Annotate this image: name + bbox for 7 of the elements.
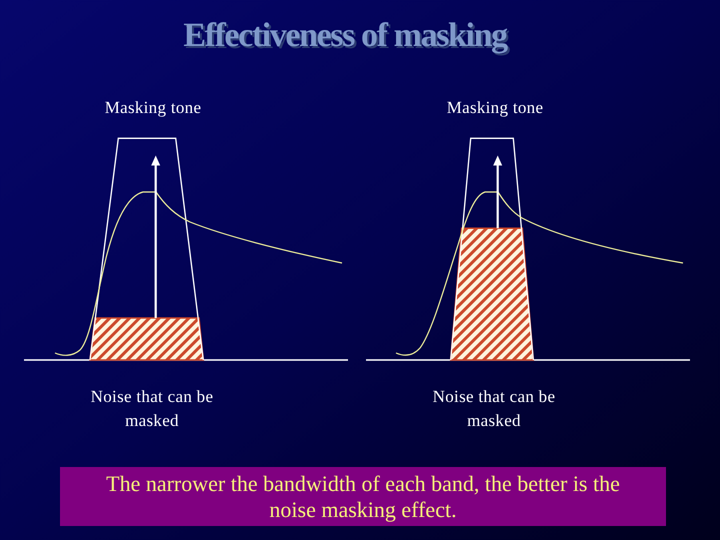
noise-label: Noise that can be masked [432,386,556,432]
note-text: The narrower the bandwidth of each band, the better is the noise masking effect. [105,470,621,522]
noise-label: Noise that can be masked [90,386,214,432]
tone-label: Masking tone [104,97,202,119]
tone-label: Masking tone [446,97,544,119]
slide-title: Effectiveness of masking [182,16,508,56]
note-panel [60,467,666,526]
